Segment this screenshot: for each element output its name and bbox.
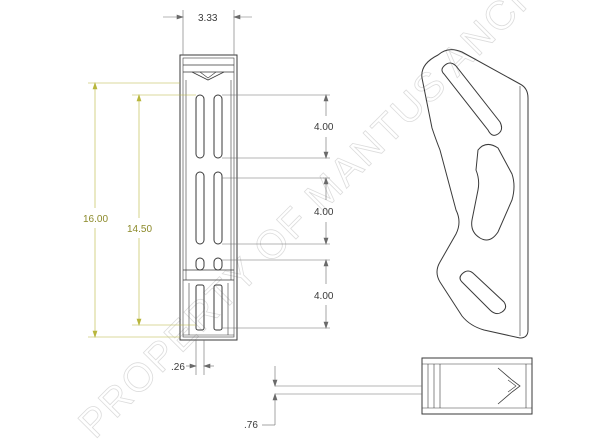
dim-wall-thickness-label: .26: [171, 362, 185, 373]
dim-width-top: [163, 10, 252, 55]
dim-overall-length: [88, 82, 180, 338]
bottom-view: [421, 357, 533, 415]
dim-bottom-offset: [262, 366, 422, 426]
dim-spacing-2-label: 4.00: [314, 207, 334, 218]
dim-spacing-1-label: 4.00: [314, 122, 334, 133]
side-view: [421, 49, 529, 339]
dim-slot-length: [132, 94, 196, 326]
front-view: [179, 54, 238, 341]
dim-wall-thickness: [186, 340, 214, 375]
watermark: PROPERTY OF MANTUS ANCHORS: [70, 0, 610, 442]
dim-slot-length-label: 14.50: [127, 224, 152, 235]
dim-overall-length-label: 16.00: [83, 214, 108, 225]
dim-spacing-3-label: 4.00: [314, 291, 334, 302]
dim-bottom-offset-label: .76: [244, 420, 258, 431]
dim-spacing-group: [222, 94, 330, 329]
dim-width-top-label: 3.33: [198, 13, 218, 24]
watermark-text: PROPERTY OF MANTUS ANCHORS: [70, 0, 610, 442]
